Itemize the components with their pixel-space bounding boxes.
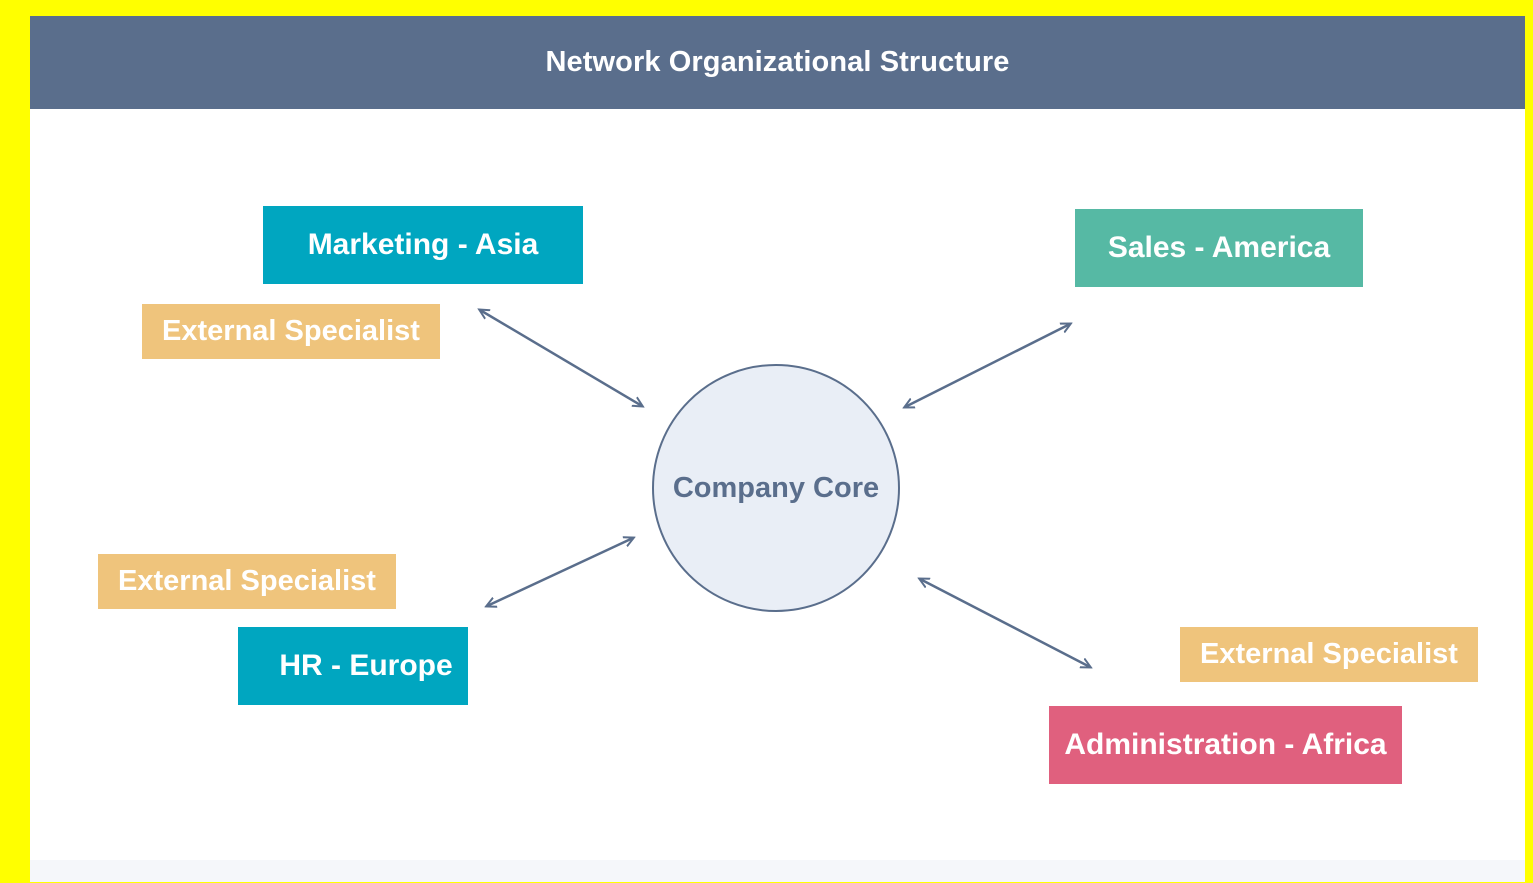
unit-administration-africa: Administration - Africa: [1049, 706, 1402, 784]
diagram-canvas: Network Organizational Structure Company…: [30, 16, 1525, 882]
connector-layer: [30, 16, 1525, 882]
unit-hr-europe: HR - Europe: [238, 627, 468, 705]
connector-administration: [920, 579, 1090, 667]
connector-marketing: [480, 310, 642, 406]
company-core-node: Company Core: [652, 364, 900, 612]
external-specialist-marketing: External Specialist: [142, 304, 440, 359]
unit-marketing-asia: Marketing - Asia: [263, 206, 583, 284]
unit-sales-america: Sales - America: [1075, 209, 1363, 287]
diagram-title: Network Organizational Structure: [30, 16, 1525, 109]
external-specialist-hr: External Specialist: [98, 554, 396, 609]
connector-hr: [487, 538, 633, 606]
connector-sales: [905, 324, 1070, 407]
footer-strip: [30, 860, 1525, 882]
external-specialist-administration: External Specialist: [1180, 627, 1478, 682]
